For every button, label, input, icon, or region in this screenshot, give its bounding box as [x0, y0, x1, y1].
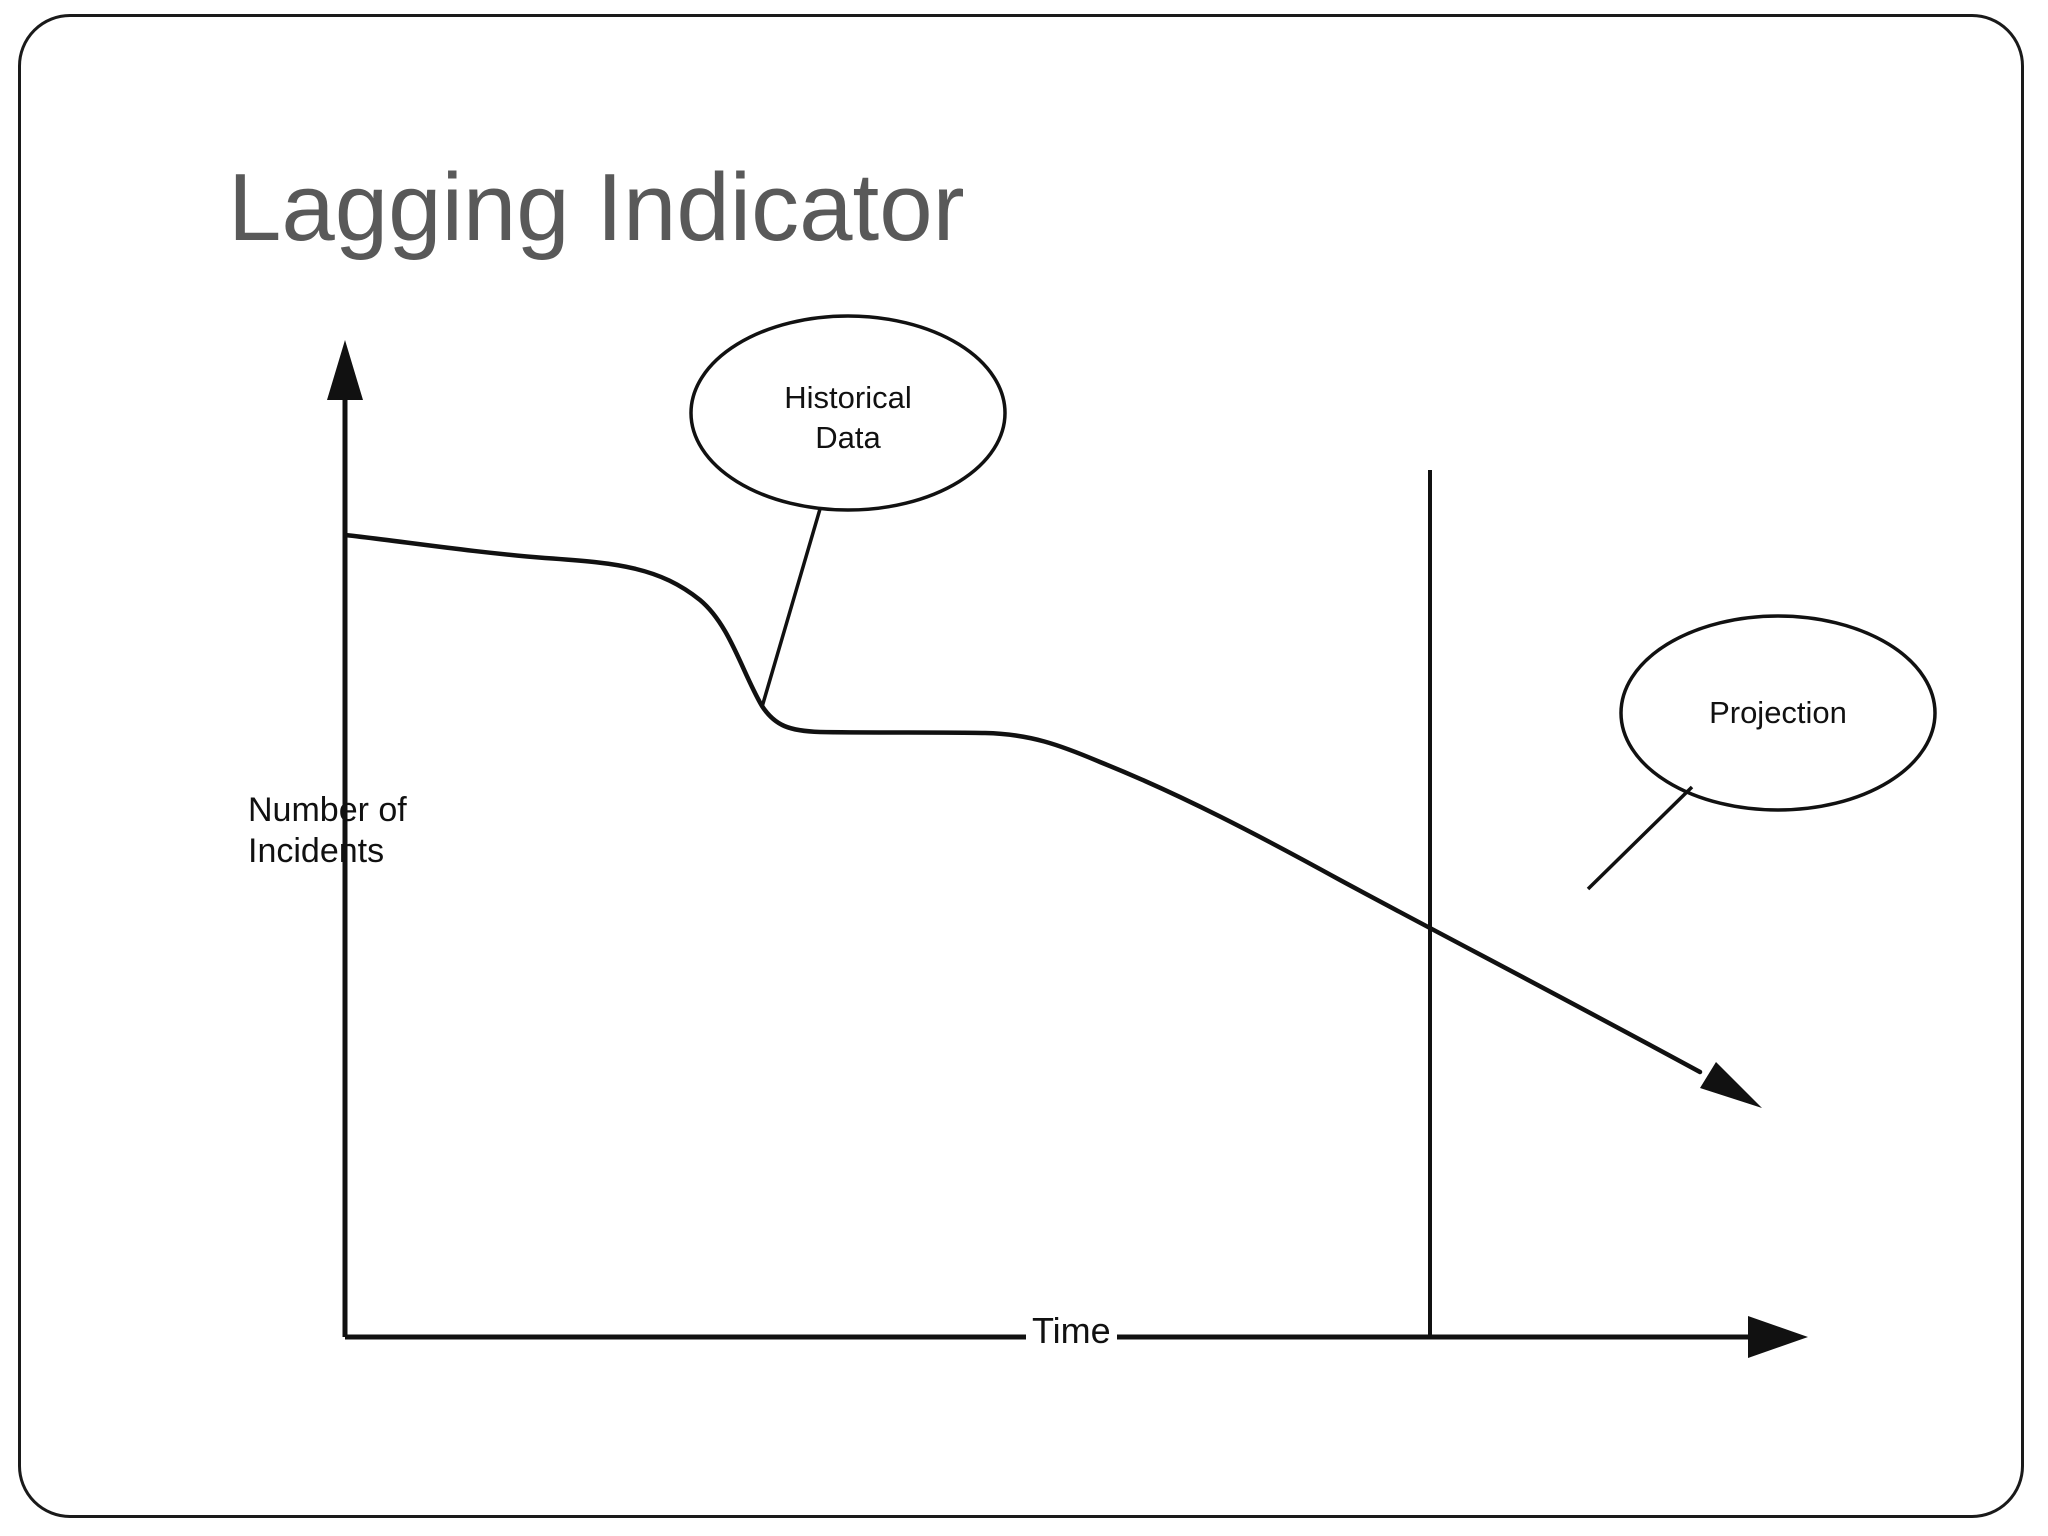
x-axis-arrow-icon — [1748, 1316, 1808, 1358]
historical-data-callout-ellipse — [689, 314, 1007, 512]
y-axis-label: Number of Incidents — [248, 791, 407, 871]
projection-leader-line — [1586, 785, 1694, 891]
trend-line-arrow-icon — [1700, 1062, 1762, 1108]
y-axis-arrow-icon — [327, 340, 363, 400]
historical-data-leader-line — [760, 508, 822, 708]
page-title: Lagging Indicator — [228, 154, 965, 261]
incident-trend-line — [342, 532, 1703, 1075]
projection-label: Projection — [1709, 695, 1847, 730]
projection-callout-ellipse — [1619, 614, 1937, 812]
slide-border-frame — [18, 14, 2024, 1518]
x-axis-label: Time — [1026, 1313, 1117, 1349]
historical-data-label: Historical Data — [784, 380, 912, 455]
